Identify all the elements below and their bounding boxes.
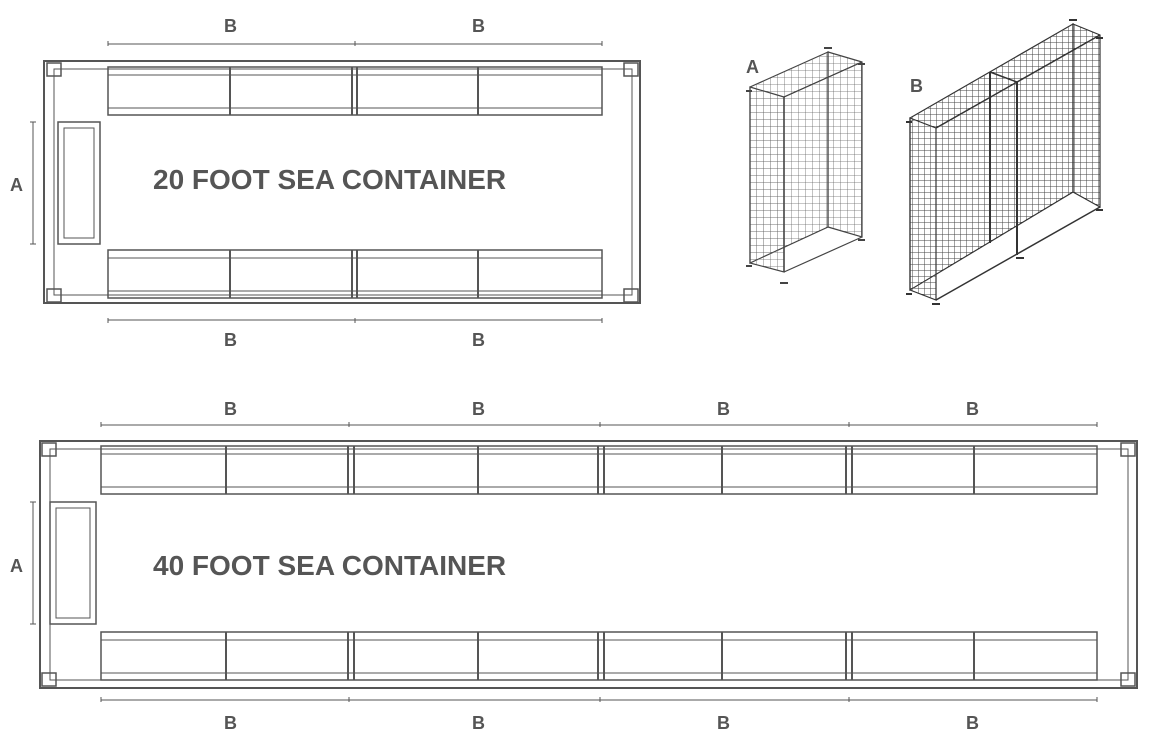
panel-label-b: B bbox=[910, 76, 923, 96]
panel-label-a: A bbox=[746, 57, 759, 77]
corner-casting bbox=[46, 288, 62, 303]
corner-casting bbox=[1120, 442, 1136, 457]
shelf-row-bottom-40 bbox=[100, 631, 1098, 681]
diagram-20ft bbox=[30, 41, 641, 323]
end-unit-a-20 bbox=[57, 121, 101, 245]
corner-casting bbox=[1120, 672, 1136, 687]
label-b-20-bottom-1: B bbox=[224, 330, 237, 350]
container-20-inner-outline bbox=[53, 68, 633, 296]
panel-b-illustration bbox=[906, 19, 1103, 305]
dimension-lines-40 bbox=[30, 422, 1098, 702]
label-b-20-bottom-2: B bbox=[472, 330, 485, 350]
label-b-40-top-3: B bbox=[717, 399, 730, 419]
label-b-40-bottom-1: B bbox=[224, 713, 237, 733]
label-b-20-top-2: B bbox=[472, 16, 485, 36]
label-b-40-bottom-3: B bbox=[717, 713, 730, 733]
label-b-40-top-2: B bbox=[472, 399, 485, 419]
corner-casting bbox=[46, 62, 62, 77]
label-b-40-bottom-4: B bbox=[966, 713, 979, 733]
shelf-row-bottom-20 bbox=[107, 249, 603, 299]
label-a-40: A bbox=[10, 556, 23, 576]
corner-casting bbox=[41, 442, 57, 457]
label-a-20: A bbox=[10, 175, 23, 195]
shelf-row-top-40 bbox=[100, 445, 1098, 495]
dimension-lines-20 bbox=[30, 41, 603, 323]
container-20-outline bbox=[43, 60, 641, 304]
label-b-40-bottom-2: B bbox=[472, 713, 485, 733]
panel-a-illustration bbox=[746, 47, 865, 284]
shelf-row-top-20 bbox=[107, 66, 603, 116]
label-b-20-top-1: B bbox=[224, 16, 237, 36]
diagram-40ft bbox=[30, 422, 1138, 702]
end-unit-a-40 bbox=[49, 501, 97, 625]
label-b-40-top-1: B bbox=[224, 399, 237, 419]
title-40ft: 40 FOOT SEA CONTAINER bbox=[153, 550, 506, 581]
corner-casting bbox=[623, 288, 639, 303]
label-b-40-top-4: B bbox=[966, 399, 979, 419]
corner-casting bbox=[623, 62, 639, 77]
title-20ft: 20 FOOT SEA CONTAINER bbox=[153, 164, 506, 195]
container-40-outline bbox=[39, 440, 1138, 689]
corner-casting bbox=[41, 672, 57, 687]
